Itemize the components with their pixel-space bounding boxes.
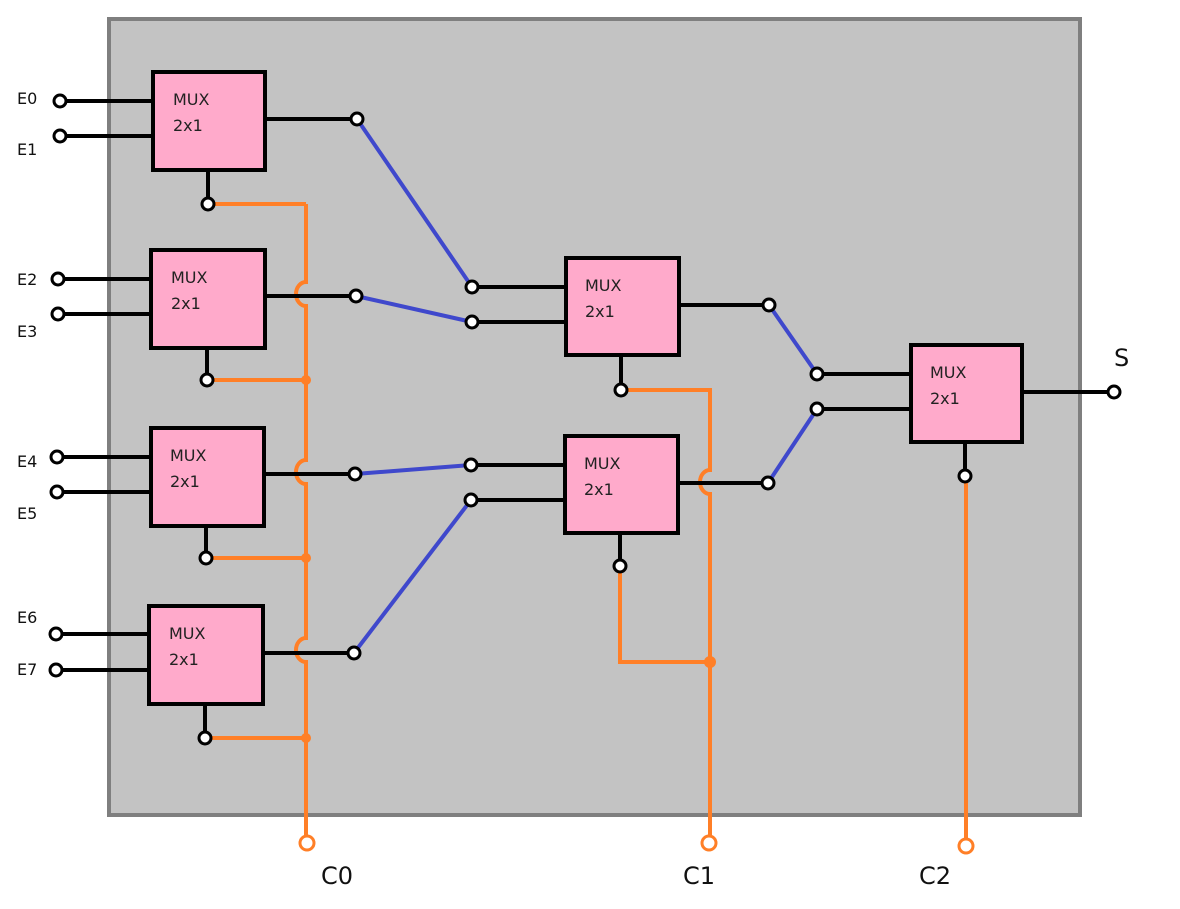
data-wires bbox=[352, 117, 819, 655]
link-mux6-mux7 bbox=[766, 407, 819, 485]
mux6-input-node-0 bbox=[463, 457, 479, 473]
mux3-select-node bbox=[198, 550, 214, 566]
mux-label-line1: MUX bbox=[171, 268, 208, 287]
mux6-select-node bbox=[612, 558, 628, 574]
mux-block-6: MUX 2x1 bbox=[563, 434, 680, 535]
mux-box bbox=[151, 70, 267, 172]
mux-box bbox=[564, 256, 681, 357]
mux6-input-node-1 bbox=[463, 492, 479, 508]
input-label-e2: E2 bbox=[17, 270, 37, 289]
mux6-output-node bbox=[760, 475, 776, 491]
input-terminal-e5[interactable] bbox=[49, 484, 65, 500]
mux-box bbox=[563, 434, 680, 535]
mux4-select-node bbox=[197, 730, 213, 746]
mux5-input-node-1 bbox=[464, 314, 480, 330]
link-mux4-mux6 bbox=[352, 498, 473, 655]
input-terminal-e7[interactable] bbox=[48, 662, 64, 678]
mux-label-line1: MUX bbox=[930, 363, 967, 382]
mux5-select-node bbox=[613, 382, 629, 398]
control-terminal-c0[interactable] bbox=[298, 834, 316, 852]
input-label-e3: E3 bbox=[17, 322, 37, 341]
input-label-e1: E1 bbox=[17, 140, 37, 159]
mux7-input-node-1 bbox=[809, 401, 825, 417]
mux-block-7: MUX 2x1 bbox=[909, 343, 1024, 444]
mux-label-line2: 2x1 bbox=[173, 116, 203, 135]
mux-boxes: MUX 2x1 MUX 2x1 MUX 2x1 MUX 2x1 MUX 2x1 … bbox=[147, 70, 1024, 706]
mux-box bbox=[149, 248, 267, 350]
c0-junction-mux2 bbox=[301, 375, 311, 385]
mux2-output-node bbox=[348, 288, 364, 304]
mux-block-5: MUX 2x1 bbox=[564, 256, 681, 357]
input-terminal-e0[interactable] bbox=[52, 93, 68, 109]
mux-label-line2: 2x1 bbox=[171, 294, 201, 313]
mux-label-line2: 2x1 bbox=[930, 389, 960, 408]
mux7-input-node-0 bbox=[809, 366, 825, 382]
link-mux2-mux5 bbox=[355, 294, 473, 324]
mux3-output-node bbox=[347, 466, 363, 482]
labels: E0 E1 E2 E3 E4 E5 E6 E7 S C0 C1 C2 bbox=[17, 89, 1129, 890]
mux2-select-node bbox=[199, 372, 215, 388]
mux-block-3: MUX 2x1 bbox=[149, 426, 266, 528]
c0-junction-mux3 bbox=[301, 553, 311, 563]
mux-block-2: MUX 2x1 bbox=[149, 248, 267, 350]
link-mux1-mux5 bbox=[355, 117, 474, 289]
input-terminal-e4[interactable] bbox=[49, 449, 65, 465]
control-label-c1: C1 bbox=[683, 862, 715, 890]
control-terminal-c1[interactable] bbox=[700, 834, 718, 852]
mux-box bbox=[909, 343, 1024, 444]
mux1-select-node bbox=[200, 196, 216, 212]
control-terminal-c2[interactable] bbox=[957, 837, 975, 855]
mux-label-line2: 2x1 bbox=[170, 472, 200, 491]
control-label-c0: C0 bbox=[321, 862, 353, 890]
mux-label-line1: MUX bbox=[169, 624, 206, 643]
input-label-e4: E4 bbox=[17, 452, 37, 471]
mux5-input-node-0 bbox=[464, 279, 480, 295]
input-label-e6: E6 bbox=[17, 608, 37, 627]
c1-control-bus bbox=[622, 388, 712, 836]
output-label-s: S bbox=[1114, 344, 1129, 372]
input-label-e7: E7 bbox=[17, 660, 37, 679]
mux1-output-node bbox=[349, 111, 365, 127]
input-terminal-e3[interactable] bbox=[50, 306, 66, 322]
terminals bbox=[48, 93, 1122, 746]
mux-box bbox=[149, 426, 266, 528]
link-mux5-mux7 bbox=[767, 303, 819, 376]
mux-label-line2: 2x1 bbox=[584, 480, 614, 499]
c0-junction-mux4 bbox=[301, 733, 311, 743]
c1-tap-mux6 bbox=[618, 566, 710, 664]
mux-label-line1: MUX bbox=[173, 90, 210, 109]
mux4-output-node bbox=[346, 645, 362, 661]
mux-label-line1: MUX bbox=[584, 454, 621, 473]
control-label-c2: C2 bbox=[919, 862, 951, 890]
mux-label-line1: MUX bbox=[170, 446, 207, 465]
mux-block-1: MUX 2x1 bbox=[151, 70, 267, 172]
mux-label-line1: MUX bbox=[585, 276, 622, 295]
input-terminal-e2[interactable] bbox=[50, 271, 66, 287]
input-label-e0: E0 bbox=[17, 89, 37, 108]
mux-label-line2: 2x1 bbox=[585, 302, 615, 321]
mux7-select-node bbox=[957, 468, 973, 484]
link-mux3-mux6 bbox=[354, 463, 472, 476]
control-junctions bbox=[301, 375, 716, 743]
input-terminal-e1[interactable] bbox=[52, 128, 68, 144]
mux-block-4: MUX 2x1 bbox=[147, 604, 265, 706]
output-terminal-s[interactable] bbox=[1106, 384, 1122, 400]
c1-junction-mux6 bbox=[704, 656, 716, 668]
input-terminal-e6[interactable] bbox=[48, 626, 64, 642]
mux-box bbox=[147, 604, 265, 706]
input-label-e5: E5 bbox=[17, 504, 37, 523]
control-terminals bbox=[298, 834, 975, 855]
mux5-output-node bbox=[761, 297, 777, 313]
mux-label-line2: 2x1 bbox=[169, 650, 199, 669]
